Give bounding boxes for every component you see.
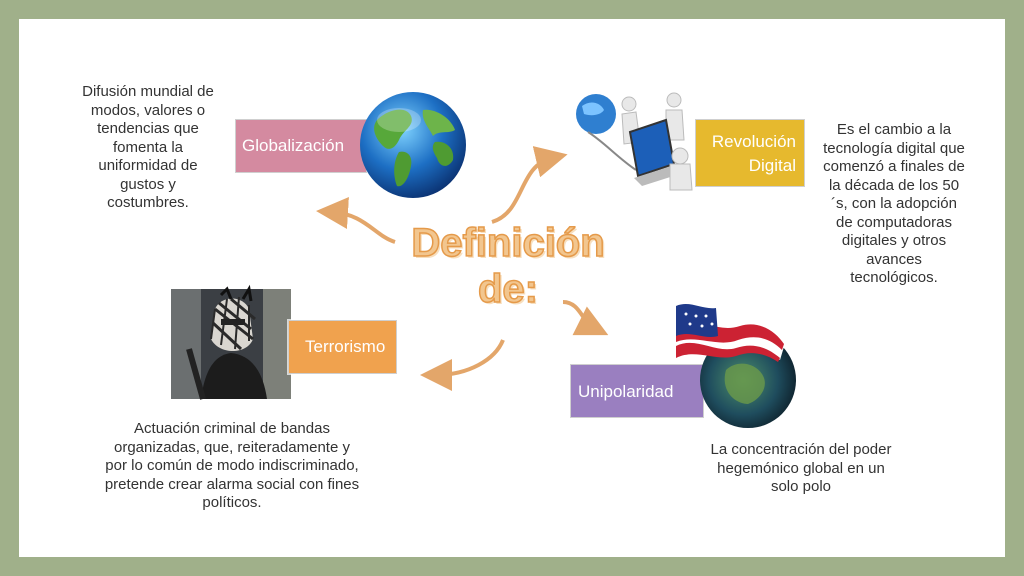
title-line1: Definición <box>411 220 606 266</box>
arrow-to-unipolaridad <box>562 300 609 336</box>
us-flag-globe-icon <box>676 304 796 428</box>
arrow-to-terrorismo <box>420 339 505 391</box>
globalizacion-label: Globalización <box>234 118 368 174</box>
revolucion-digital-description: Es el cambio a la tecnología digital que… <box>823 121 965 286</box>
slide <box>19 19 1005 557</box>
title-line2: de: <box>477 266 539 312</box>
terrorismo-label: Terrorismo <box>287 319 398 375</box>
arrow-to-revolucion-digital <box>491 146 568 224</box>
revolucion-digital-label-line2: Digital <box>748 156 796 175</box>
unipolaridad-description: La concentración del poder hegemónico gl… <box>710 441 892 495</box>
diagram-title: Definición de: <box>390 220 626 312</box>
unipolaridad-label: Unipolaridad <box>569 363 705 419</box>
terrorismo-description: Actuación criminal de bandas organizadas… <box>104 420 360 511</box>
arrow-to-globalizacion <box>316 197 396 244</box>
people-computer-icon <box>574 86 696 198</box>
globalizacion-description: Difusión mundial de modos, valores o ten… <box>82 83 214 211</box>
masked-person-photo <box>171 284 291 400</box>
revolucion-digital-label: Revolución Digital <box>694 118 806 188</box>
globe-icon <box>360 92 466 198</box>
revolucion-digital-label-line1: Revolución <box>711 132 796 151</box>
